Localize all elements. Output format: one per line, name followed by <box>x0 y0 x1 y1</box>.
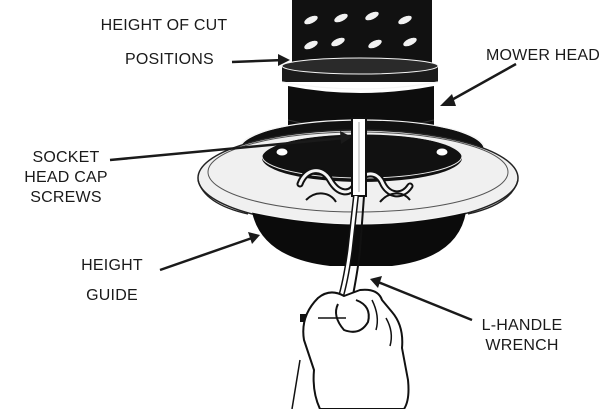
label-socket-line2: HEAD CAP <box>24 169 108 186</box>
height-guide <box>251 211 467 266</box>
label-height-guide-line1: HEIGHT <box>81 257 143 274</box>
label-positions: POSITIONS <box>125 51 214 68</box>
height-guide-arrow <box>159 236 253 272</box>
label-socket-line1: SOCKET <box>32 149 100 166</box>
wrench-arrow <box>377 280 473 322</box>
label-height-of-cut-line1: HEIGHT OF CUT <box>100 17 228 34</box>
callout-arrows <box>109 54 517 322</box>
label-l-handle-wrench: L-HANDLE WRENCH <box>472 316 572 356</box>
hand-drawing <box>291 288 410 409</box>
label-mower-head: MOWER HEAD <box>486 47 600 64</box>
mower-head-arrow <box>447 62 517 104</box>
label-height-of-cut: HEIGHT OF CUT <box>74 16 254 36</box>
socket-screws-arrow <box>109 136 345 162</box>
label-wrench-line2: WRENCH <box>485 337 559 354</box>
label-wrench-line1: L-HANDLE <box>481 317 563 334</box>
label-socket-line3: SCREWS <box>30 189 102 206</box>
label-socket-head-cap-screws: SOCKET HEAD CAP SCREWS <box>18 148 114 208</box>
collar-ring <box>281 57 439 90</box>
height-of-cut-arrow <box>231 58 285 64</box>
label-height-guide: HEIGHT GUIDE <box>62 256 162 306</box>
label-height-guide-line2: GUIDE <box>86 287 138 304</box>
